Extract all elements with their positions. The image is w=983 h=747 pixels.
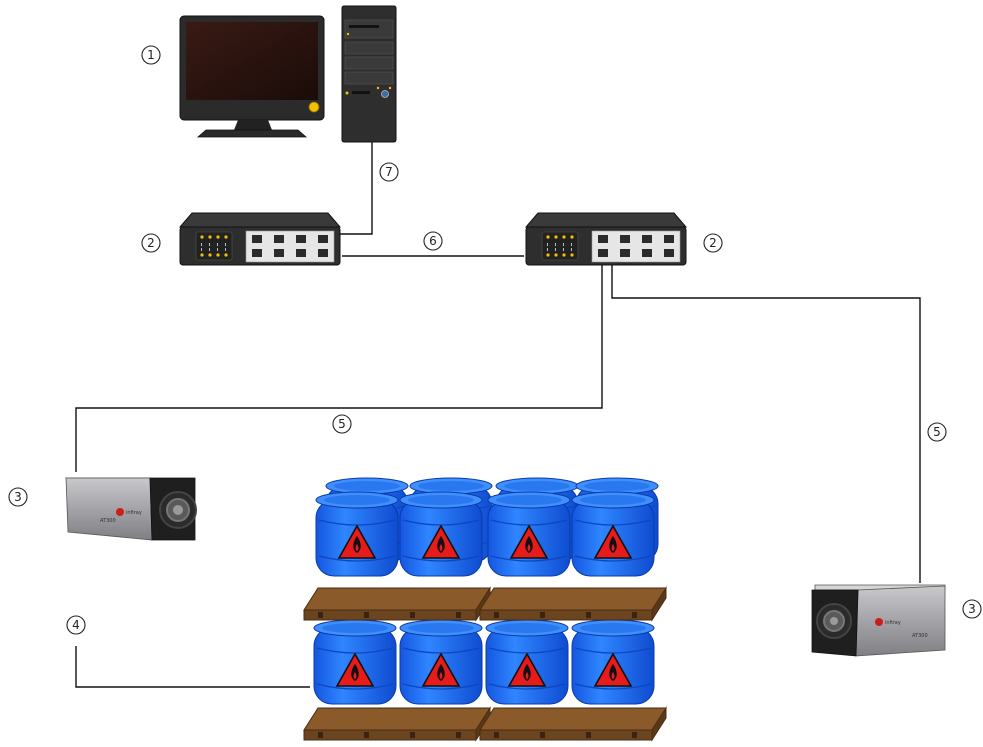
svg-text:7: 7 — [385, 165, 393, 179]
marker-camera-cable-left: 5 — [332, 414, 352, 434]
svg-text:3: 3 — [14, 490, 22, 504]
marker-computer: 1 — [141, 45, 161, 65]
camera-brand-left: infiray — [126, 510, 142, 516]
svg-text:1: 1 — [147, 48, 155, 62]
marker-uplink-cable: 7 — [379, 162, 399, 182]
marker-camera-left: 3 — [8, 487, 28, 507]
marker-switch-left: 2 — [141, 233, 161, 253]
thermal-camera-left: infiray AT300 — [65, 477, 197, 541]
camera-cable-right — [611, 262, 921, 583]
uplink-cable — [338, 140, 373, 235]
svg-text:4: 4 — [72, 618, 80, 632]
svg-text:2: 2 — [709, 236, 717, 250]
barrel-stack-top — [303, 477, 667, 621]
marker-fire-alarm-wire: 4 — [66, 615, 86, 635]
marker-switch-link: 6 — [423, 231, 443, 251]
pc-tower — [341, 5, 397, 143]
network-switch-right — [525, 212, 687, 266]
camera-cable-left — [75, 262, 603, 472]
barrel-stack-bottom — [303, 619, 667, 741]
marker-camera-right: 3 — [962, 599, 982, 619]
svg-text:5: 5 — [338, 417, 346, 431]
camera-model-right: AT300 — [912, 633, 928, 639]
marker-switch-right: 2 — [703, 233, 723, 253]
camera-brand-right: infiray — [885, 620, 901, 626]
camera-model-left: AT300 — [100, 518, 116, 524]
fire-alarm-wire — [75, 646, 310, 688]
monitor — [179, 15, 325, 138]
svg-text:2: 2 — [147, 236, 155, 250]
marker-camera-cable-right: 5 — [927, 422, 947, 442]
svg-text:3: 3 — [968, 602, 976, 616]
svg-text:5: 5 — [933, 425, 941, 439]
thermal-camera-right: infiray AT300 — [811, 584, 946, 657]
network-switch-left — [179, 212, 341, 266]
svg-text:6: 6 — [429, 234, 437, 248]
